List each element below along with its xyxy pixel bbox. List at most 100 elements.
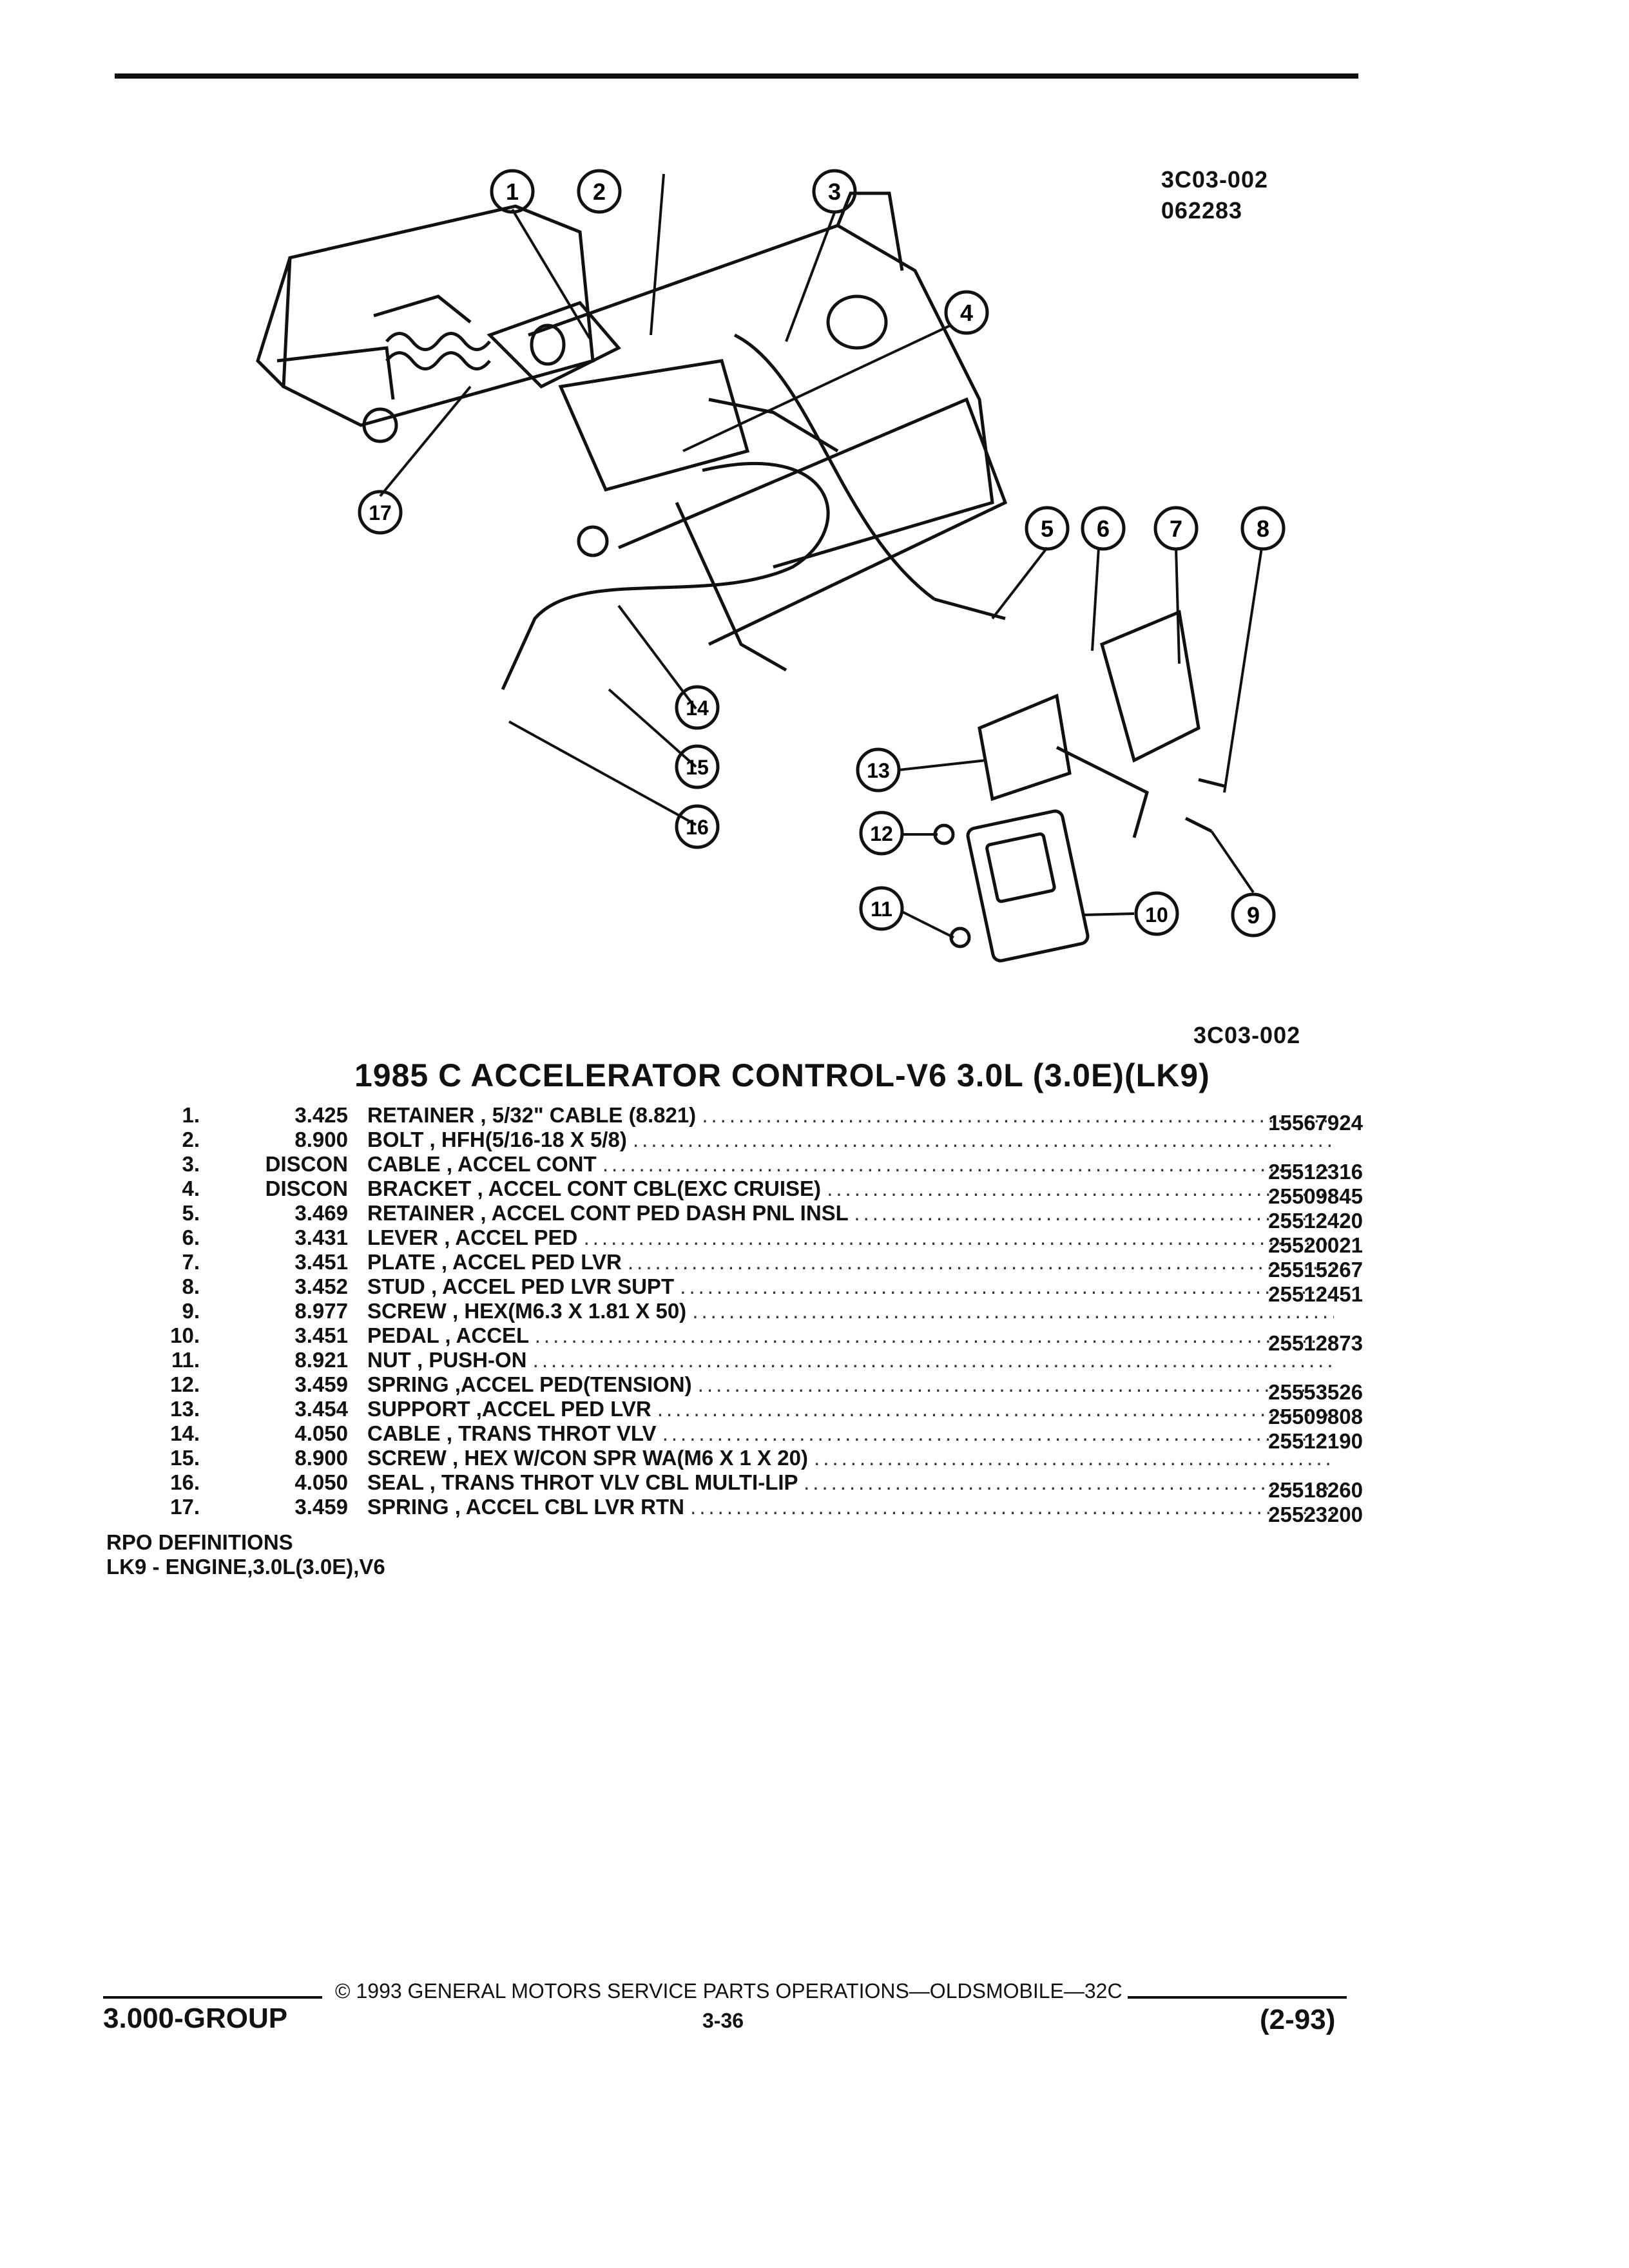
trans-throttle-cable	[501, 461, 830, 691]
item-page-ref: 3.459	[294, 1495, 348, 1519]
callout-13: 13	[856, 747, 901, 793]
callout-16: 16	[675, 804, 720, 849]
item-page-ref: 8.921	[294, 1348, 348, 1372]
item-description: PEDAL , ACCEL ..........................…	[367, 1323, 1334, 1347]
callout-7: 7	[1153, 506, 1199, 551]
figure-code-block: 3C03-002 062283	[1161, 164, 1268, 226]
callout-9: 9	[1231, 892, 1276, 937]
figure-code: 3C03-002	[1161, 166, 1268, 193]
callout-8: 8	[1240, 506, 1286, 551]
item-description: SUPPORT ,ACCEL PED LVR .................…	[367, 1397, 1334, 1421]
callout-5: 5	[1025, 506, 1070, 551]
svg-text:17: 17	[369, 501, 392, 524]
item-page-ref: DISCON	[265, 1152, 348, 1176]
item-part-number: 25509808	[1268, 1405, 1363, 1428]
item-part-number: 25512420	[1268, 1209, 1363, 1233]
accelerator-control-diagram: 1 2 3 4 5 6 7 8 9 10 11 12 13 14 15 16 1…	[256, 169, 1286, 963]
item-number: 10.	[170, 1323, 200, 1347]
svg-text:6: 6	[1097, 515, 1110, 542]
item-number: 4.	[182, 1177, 200, 1200]
item-description: BOLT , HFH(5/16-18 X 5/8) ..............…	[367, 1128, 1334, 1151]
item-description: BRACKET , ACCEL CONT CBL(EXC CRUISE) ...…	[367, 1177, 1334, 1200]
page-title: 1985 C ACCELERATOR CONTROL-V6 3.0L (3.0E…	[354, 1057, 1210, 1093]
item-page-ref: DISCON	[265, 1177, 348, 1200]
item-description: RETAINER , ACCEL CONT PED DASH PNL INSL …	[367, 1201, 1334, 1225]
item-page-ref: 3.454	[294, 1397, 348, 1421]
item-page-ref: 3.469	[294, 1201, 348, 1225]
item-description: SPRING ,ACCEL PED(TENSION) .............…	[367, 1372, 1334, 1396]
item-description: SEAL , TRANS THROT VLV CBL MULTI-LIP ...…	[367, 1470, 1334, 1494]
parts-row: 11. 8.921 NUT , PUSH-ON ..................…	[129, 1348, 1360, 1372]
callout-4: 4	[944, 290, 989, 335]
engine-outline	[256, 191, 1008, 672]
item-description: STUD , ACCEL PED LVR SUPT ..............…	[367, 1274, 1334, 1298]
item-part-number: 25512873	[1268, 1331, 1363, 1355]
parts-row: 16. 4.050 SEAL , TRANS THROT VLV CBL MULTI…	[129, 1470, 1363, 1502]
callout-2: 2	[577, 169, 622, 214]
svg-text:2: 2	[593, 178, 606, 205]
rpo-definitions: RPO DEFINITIONS LK9 - ENGINE,3.0L(3.0E),…	[106, 1530, 385, 1579]
item-description: NUT , PUSH-ON ..........................…	[367, 1348, 1334, 1372]
svg-text:3: 3	[828, 178, 841, 205]
item-part-number: 25553526	[1268, 1380, 1363, 1404]
item-description: LEVER , ACCEL PED ......................…	[367, 1225, 1334, 1249]
parts-row: 4. DISCON BRACKET , ACCEL CONT CBL(EXC CRU…	[129, 1177, 1363, 1208]
svg-text:12: 12	[870, 822, 893, 845]
svg-text:4: 4	[960, 300, 973, 326]
item-number: 3.	[182, 1152, 200, 1176]
callout-6: 6	[1081, 506, 1126, 551]
item-number: 11.	[171, 1348, 200, 1372]
item-page-ref: 3.459	[294, 1372, 348, 1396]
item-part-number: 25512451	[1268, 1282, 1363, 1306]
callout-17: 17	[358, 490, 403, 535]
item-description: CABLE , TRANS THROT VLV ................…	[367, 1421, 1334, 1445]
parts-row: 15. 8.900 SCREW , HEX W/CON SPR WA(M6 X 1 …	[129, 1446, 1360, 1470]
rpo-definition: LK9 - ENGINE,3.0L(3.0E),V6	[106, 1555, 385, 1579]
parts-row: 12. 3.459 SPRING ,ACCEL PED(TENSION) .....…	[129, 1372, 1363, 1404]
item-number: 8.	[182, 1274, 200, 1298]
item-part-number: 25518260	[1268, 1478, 1363, 1502]
item-page-ref: 4.050	[294, 1470, 348, 1494]
svg-text:9: 9	[1247, 902, 1260, 928]
item-part-number: 25523200	[1268, 1503, 1363, 1526]
callout-10: 10	[1134, 891, 1179, 936]
item-number: 12.	[170, 1372, 200, 1396]
item-number: 6.	[182, 1225, 200, 1249]
svg-text:8: 8	[1257, 515, 1269, 542]
item-part-number: 25509845	[1268, 1184, 1363, 1208]
callout-14: 14	[675, 685, 720, 730]
item-page-ref: 3.451	[294, 1250, 348, 1274]
item-part-number: 25520021	[1268, 1233, 1363, 1257]
pedal-assembly	[933, 610, 1225, 963]
callout-15: 15	[675, 744, 720, 789]
figure-reference: 3C03-002	[1193, 1022, 1301, 1048]
footer-rule-right	[1128, 1996, 1347, 1999]
callout-1: 1	[490, 169, 535, 214]
item-page-ref: 8.900	[294, 1128, 348, 1151]
top-rule	[115, 73, 1358, 79]
svg-text:10: 10	[1145, 903, 1168, 927]
item-description: SCREW , HEX W/CON SPR WA(M6 X 1 X 20) ..…	[367, 1446, 1334, 1470]
item-number: 17.	[170, 1495, 200, 1519]
svg-text:7: 7	[1170, 515, 1182, 542]
accelerator-cable	[733, 333, 1006, 620]
rpo-heading: RPO DEFINITIONS	[106, 1530, 293, 1554]
item-page-ref: 8.900	[294, 1446, 348, 1470]
footer-group: 3.000-GROUP	[103, 2003, 288, 2034]
item-description: RETAINER , 5/32" CABLE (8.821) .........…	[367, 1103, 1334, 1127]
item-page-ref: 4.050	[294, 1421, 348, 1445]
svg-text:5: 5	[1041, 515, 1054, 542]
item-number: 15.	[170, 1446, 200, 1470]
item-part-number: 15567924	[1268, 1111, 1363, 1135]
callout-12: 12	[859, 811, 904, 856]
item-number: 16.	[170, 1470, 200, 1494]
